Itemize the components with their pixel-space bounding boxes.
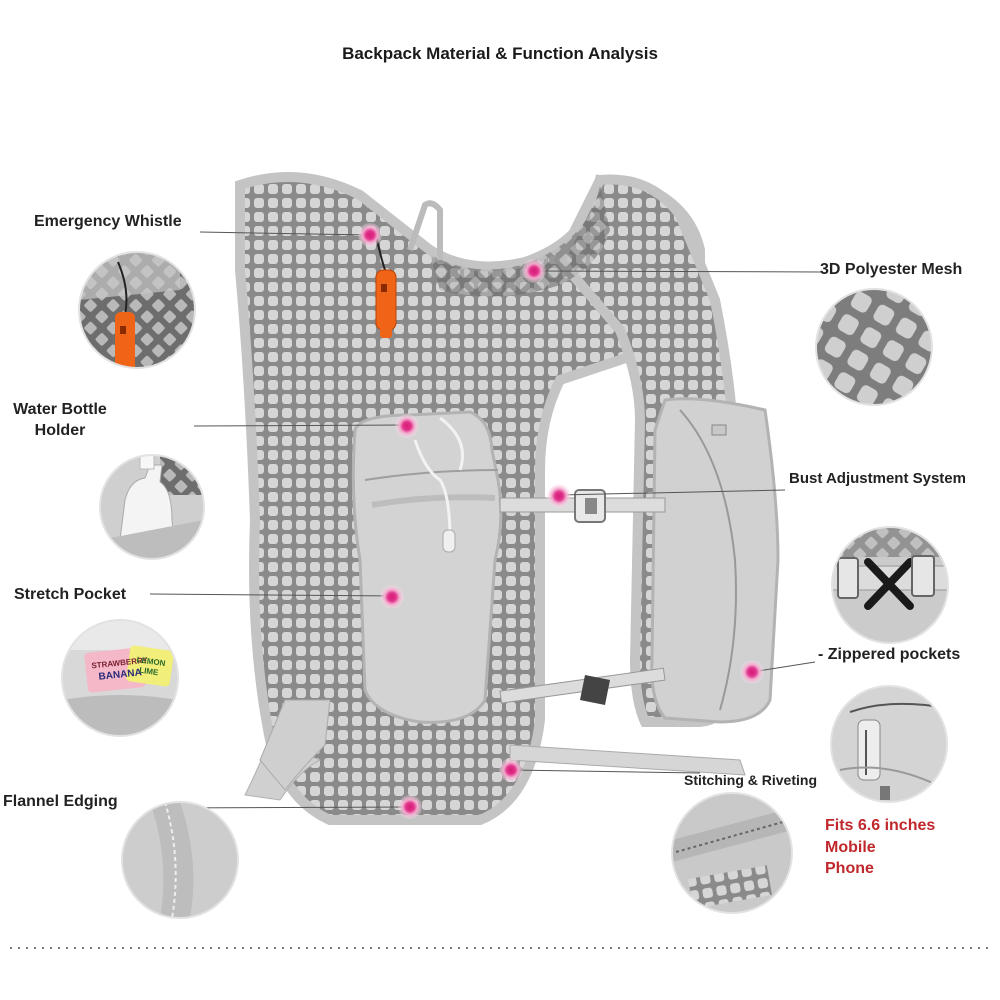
hotspot-bust xyxy=(547,484,571,508)
detail-zipper-pocket-closeup xyxy=(830,685,948,803)
detail-mesh-closeup xyxy=(815,288,933,406)
snack-label-2a: LEMON xyxy=(136,655,166,668)
label-water-bottle-holder-line1: Water Bottle xyxy=(13,401,107,418)
detail-flannel-closeup xyxy=(121,801,239,919)
detail-whistle-closeup xyxy=(78,251,196,369)
detail-buckle-closeup xyxy=(831,526,949,644)
label-stretch-pocket: Stretch Pocket xyxy=(14,586,127,603)
zipper-pocket xyxy=(650,397,780,724)
hotspot-stitching xyxy=(499,758,523,782)
hotspot-flannel xyxy=(398,795,422,819)
hotspot-zipper xyxy=(740,660,764,684)
hotspot-stretch xyxy=(380,585,404,609)
diagram-title: Backpack Material & Function Analysis xyxy=(342,44,658,63)
label-3d-polyester-mesh: 3D Polyester Mesh xyxy=(820,261,963,278)
detail-snacks-closeup: STRAWBERRY BANANA LEMON LIME xyxy=(61,619,179,737)
callout-lines xyxy=(149,231,823,809)
detail-stitching-closeup xyxy=(671,792,793,914)
hotspot-mesh xyxy=(522,259,546,283)
bottle-pocket xyxy=(351,410,503,724)
label-bust-adjustment-system: Bust Adjustment System xyxy=(789,470,966,487)
detail-bottle-closeup xyxy=(99,454,205,560)
label-zippered-pockets: - Zippered pockets xyxy=(818,646,961,663)
hotspot-bottle xyxy=(395,414,419,438)
hotspots xyxy=(358,223,764,819)
snack-label-2b: LIME xyxy=(139,666,160,678)
label-emergency-whistle: Emergency Whistle xyxy=(34,213,182,230)
label-phone-fit-line2: Mobile xyxy=(825,839,876,856)
label-water-bottle-holder-line2: Holder xyxy=(34,422,86,439)
label-phone-fit-line3: Phone xyxy=(825,860,874,877)
hotspot-whistle xyxy=(358,223,382,247)
label-flannel-edging: Flannel Edging xyxy=(3,793,118,810)
label-phone-fit-line1: Fits 6.6 inches xyxy=(825,817,936,834)
label-stitching-riveting: Stitching & Riveting xyxy=(684,772,817,788)
vest-illustration xyxy=(235,172,780,825)
snack-label-1b: BANANA xyxy=(98,667,142,682)
